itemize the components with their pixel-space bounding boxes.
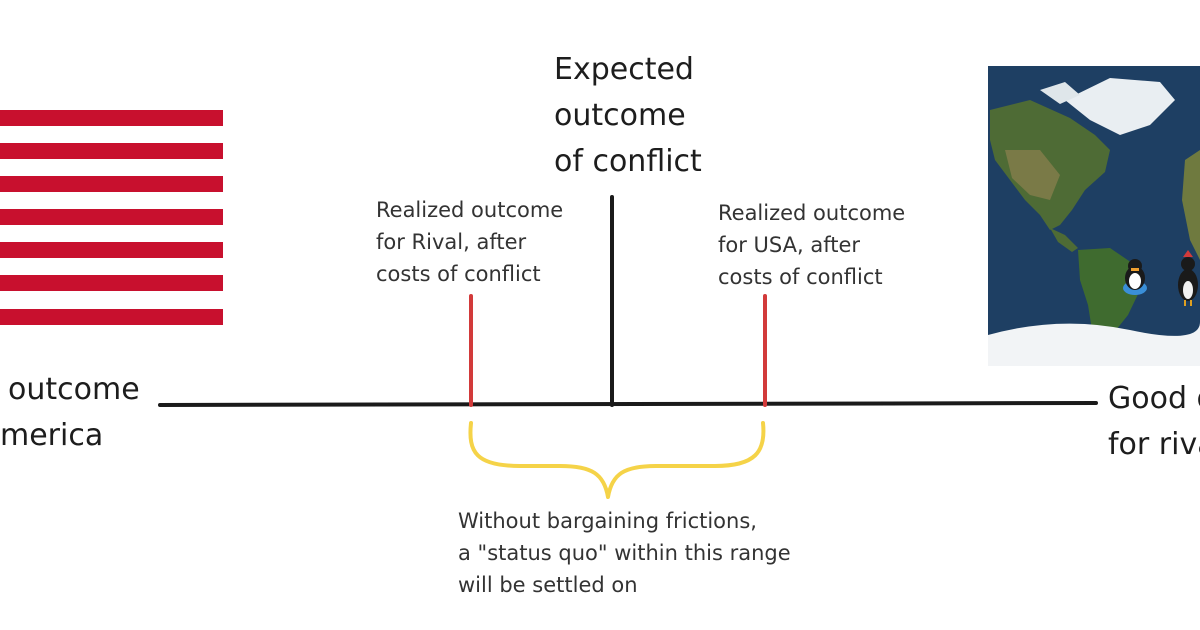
right-outcome-line2: for riva	[1108, 427, 1200, 462]
usa-realized-label: Realized outcome for USA, after costs of…	[718, 197, 905, 293]
expected-line2: outcome	[554, 98, 686, 133]
expected-line1: Expected	[554, 52, 694, 87]
range-line2: a "status quo" within this range	[458, 541, 791, 565]
us-flag-stripes-icon	[0, 110, 223, 325]
right-outcome-line1: Good o	[1108, 381, 1200, 416]
range-line3: will be settled on	[458, 573, 638, 597]
expected-outcome-label: Expected outcome of conflict	[554, 47, 702, 185]
usa-line2: for USA, after	[718, 233, 861, 257]
range-line1: Without bargaining frictions,	[458, 509, 757, 533]
left-outcome-line2: merica	[0, 418, 104, 453]
bargaining-range-caption: Without bargaining frictions, a "status …	[458, 505, 791, 601]
usa-line3: costs of conflict	[718, 265, 883, 289]
rival-line2: for Rival, after	[376, 230, 527, 254]
rival-line1: Realized outcome	[376, 198, 564, 222]
right-outcome-label: Good o for riva	[1108, 376, 1200, 468]
rival-line3: costs of conflict	[376, 262, 541, 286]
left-outcome-label: outcome merica	[0, 367, 140, 459]
bargaining-range-brace	[468, 421, 766, 499]
usa-line1: Realized outcome	[718, 201, 906, 225]
left-outcome-line1: outcome	[8, 372, 140, 407]
rival-realized-label: Realized outcome for Rival, after costs …	[376, 194, 563, 290]
outcome-axis	[158, 401, 1098, 407]
expected-line3: of conflict	[554, 144, 702, 179]
